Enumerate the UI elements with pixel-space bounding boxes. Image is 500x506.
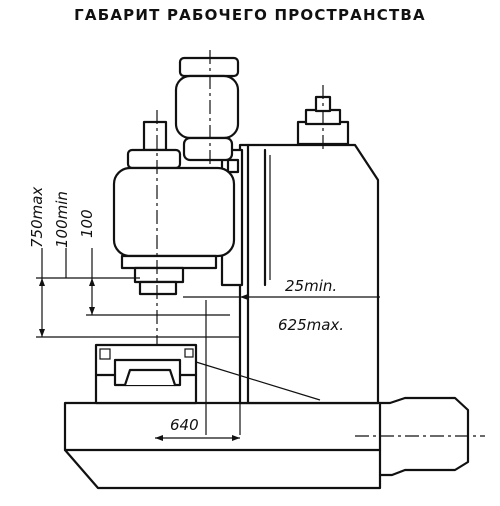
dim-100-label: 100 <box>78 209 96 238</box>
head-motor <box>174 50 240 165</box>
machine-column <box>238 85 380 405</box>
vertical-dimensions: 750max 100min 100 <box>28 187 240 338</box>
drawing-title: ГАБАРИТ РАБОЧЕГО ПРОСТРАНСТВА <box>74 6 426 24</box>
dim-100min-label: 100min <box>53 191 71 248</box>
horizontal-dimensions: 25min. 625max. <box>183 277 380 435</box>
dim-25min-label: 25min. <box>285 277 337 295</box>
work-table <box>94 343 321 405</box>
machine-base <box>63 396 485 490</box>
table-width-dimension: 640 <box>155 416 240 441</box>
spindle-head <box>112 110 236 400</box>
dim-625max-label: 625max. <box>278 316 344 334</box>
dim-750max-label: 750max <box>28 187 46 248</box>
dim-640-label: 640 <box>170 416 199 434</box>
